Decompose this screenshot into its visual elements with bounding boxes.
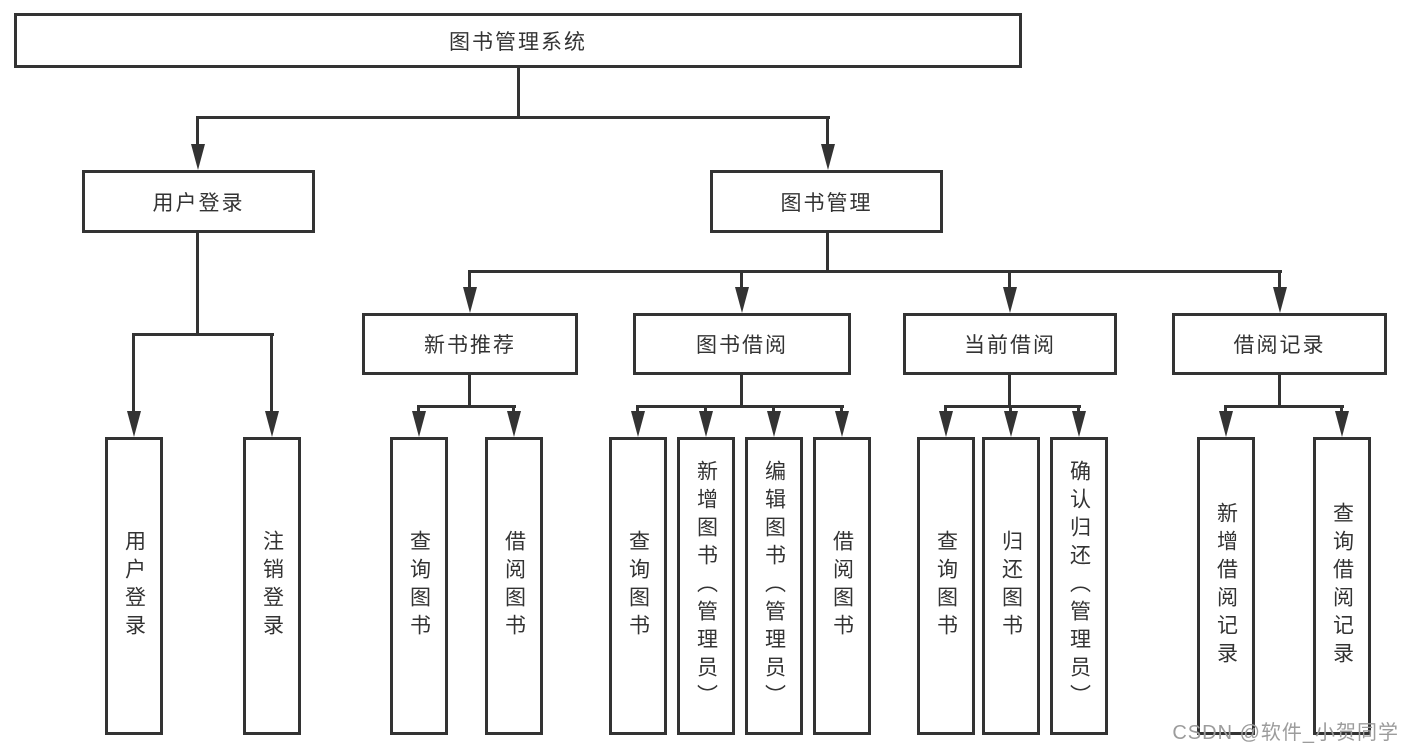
connector-line [636,405,639,415]
node-leaf-return-books: 归还图书 [982,437,1040,735]
arrowhead-down-icon [265,411,279,437]
connector-line [270,333,273,413]
node-label: 图书管理系统 [449,30,587,54]
node-label: 当前借阅 [964,334,1056,357]
node-leaf-query-books-borrow: 查询图书 [609,437,667,735]
arrowhead-down-icon [412,411,426,437]
connector-line [1224,405,1227,413]
connector-line [1278,270,1281,289]
node-label: 归还图书 [999,530,1023,642]
node-label: 查询借阅记录 [1330,502,1354,670]
connector-line [517,68,520,118]
connector-line [1009,405,1012,415]
arrowhead-down-icon [507,411,521,437]
arrowhead-down-icon [1219,411,1233,437]
node-leaf-confirm-return-admin: 确认归还（管理员） [1050,437,1108,735]
node-leaf-borrow-books-recommend: 借阅图书 [485,437,543,735]
connector-line [740,375,743,407]
connector-line [826,233,829,272]
connector-line [840,405,843,415]
node-label: 编辑图书（管理员） [762,460,786,712]
connector-line [417,405,420,413]
node-root: 图书管理系统 [14,13,1022,68]
node-leaf-add-borrow-record: 新增借阅记录 [1197,437,1255,735]
connector-line [1340,405,1343,413]
arrowhead-down-icon [463,287,477,313]
connector-line [468,270,1282,273]
connector-line [740,270,743,289]
arrowhead-down-icon [1003,287,1017,313]
connector-line [132,333,274,336]
connector-line [1008,270,1011,289]
connector-line [512,405,515,413]
arrowhead-down-icon [1072,411,1086,437]
arrowhead-down-icon [699,411,713,437]
node-label: 确认归还（管理员） [1067,460,1091,712]
node-book-management: 图书管理 [710,170,943,233]
arrowhead-down-icon [631,411,645,437]
node-leaf-query-borrow-record: 查询借阅记录 [1313,437,1371,735]
connector-line [417,405,516,408]
connector-line [468,375,471,407]
connector-line [826,116,829,146]
connector-line [1278,375,1281,407]
node-label: 图书借阅 [696,334,788,357]
node-borrowing-records: 借阅记录 [1172,313,1387,375]
connector-line [196,233,199,335]
connector-line [944,405,947,415]
node-leaf-edit-books-admin: 编辑图书（管理员） [745,437,803,735]
node-leaf-query-books-recommend: 查询图书 [390,437,448,735]
connector-line [196,116,830,119]
arrowhead-down-icon [127,411,141,437]
node-label: 借阅图书 [502,530,526,642]
connector-line [636,405,844,408]
node-label: 注销登录 [260,530,284,642]
node-leaf-add-books-admin: 新增图书（管理员） [677,437,735,735]
node-leaf-logout: 注销登录 [243,437,301,735]
connector-line [944,405,1081,408]
connector-line [468,270,471,289]
node-user-login: 用户登录 [82,170,315,233]
node-label: 查询图书 [407,530,431,642]
node-label: 借阅图书 [830,530,854,642]
node-label: 用户登录 [152,191,245,215]
node-label: 借阅记录 [1233,334,1326,357]
node-book-borrowing: 图书借阅 [633,313,851,375]
connector-line [704,405,707,415]
node-leaf-borrow-books-borrow: 借阅图书 [813,437,871,735]
arrowhead-down-icon [939,411,953,437]
node-leaf-query-books-current: 查询图书 [917,437,975,735]
node-leaf-user-login: 用户登录 [105,437,163,735]
node-label: 新增图书（管理员） [694,460,718,712]
node-label: 查询图书 [626,530,650,642]
connector-line [1077,405,1080,415]
node-label: 用户登录 [122,530,146,642]
arrowhead-down-icon [821,144,835,170]
csdn-watermark: CSDN @软件_小贺同学 [1172,722,1399,744]
arrowhead-down-icon [1335,411,1349,437]
node-current-borrowing: 当前借阅 [903,313,1117,375]
arrowhead-down-icon [835,411,849,437]
connector-line [1224,405,1344,408]
node-label: 查询图书 [934,530,958,642]
node-label: 图书管理 [780,191,873,215]
connector-line [772,405,775,415]
connector-line [196,116,199,146]
arrowhead-down-icon [1004,411,1018,437]
node-label: 新书推荐 [424,334,516,357]
arrowhead-down-icon [735,287,749,313]
arrowhead-down-icon [767,411,781,437]
arrowhead-down-icon [191,144,205,170]
connector-line [132,333,135,413]
arrowhead-down-icon [1273,287,1287,313]
node-label: 新增借阅记录 [1214,502,1238,670]
node-new-book-recommendation: 新书推荐 [362,313,578,375]
connector-line [1008,375,1011,407]
